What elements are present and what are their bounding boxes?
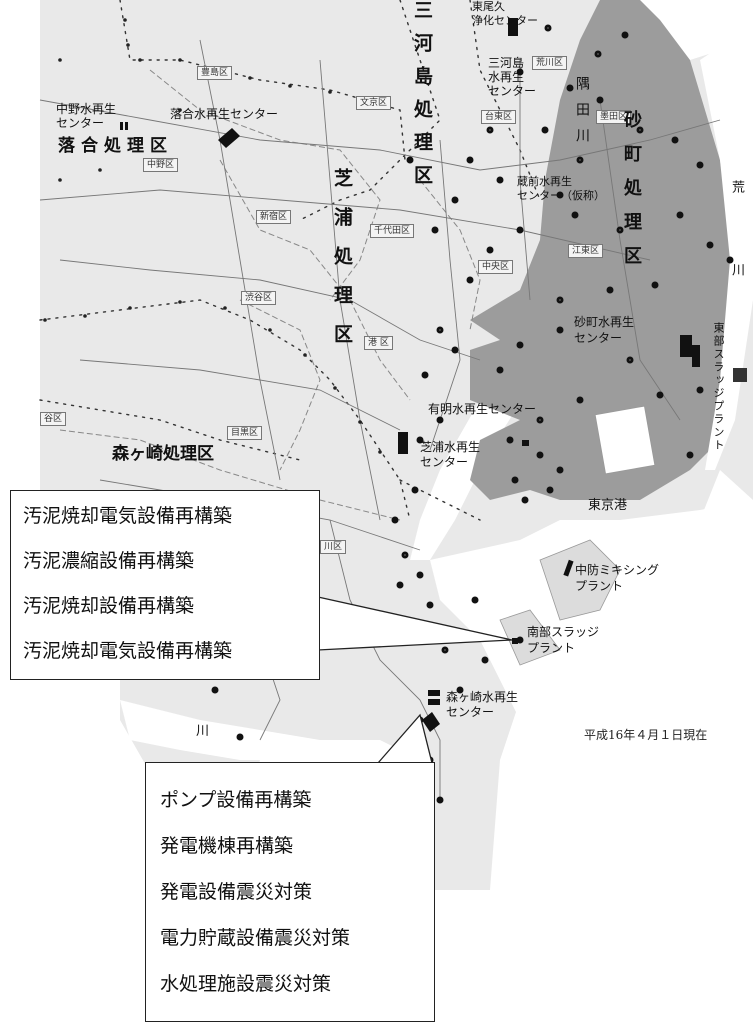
plant-label-mikawashima: 三河島 水再生 センター	[488, 56, 537, 98]
boundary-dots	[43, 18, 382, 454]
plant-label-higashioku: 東尾久 浄化センター	[472, 0, 538, 27]
callout-nanbu-sludge: 汚泥焼却電気設備再構築 汚泥濃縮設備再構築 汚泥焼却設備再構築 汚泥焼却電気設備…	[10, 490, 320, 680]
plant-label-sunamachi: 砂町水再生 センター	[574, 315, 635, 345]
plant-label-nanbu-sludge: 南部スラッジ プラント	[527, 625, 600, 655]
callout-nanbu-item: 汚泥濃縮設備再構築	[23, 550, 195, 572]
callout-nanbu-item: 汚泥焼却電気設備再構築	[23, 505, 233, 527]
river-label-sumida: 隅田川	[574, 76, 590, 154]
plant-label-morigasaki: 森ヶ崎水再生 センター	[446, 690, 519, 719]
plant-label-nakano: 中野水再生 センター	[56, 102, 117, 130]
district-label-mikawashima: 三河島処理区	[411, 0, 433, 198]
ward-label-sumida: 墨田区	[596, 110, 632, 124]
river-label-tama: 川	[196, 724, 210, 739]
ward-label-minato: 港 区	[364, 336, 393, 350]
tama-river	[120, 700, 320, 760]
tokyo-port-label: 東京港	[588, 498, 628, 513]
callout-nanbu-item: 汚泥焼却設備再構築	[23, 595, 195, 617]
plant-label-shibaura: 芝浦水再生 センター	[420, 440, 481, 469]
ward-label-shibuya: 渋谷区	[241, 291, 277, 305]
plant-label-ariake: 有明水再生センター	[428, 402, 537, 416]
district-label-ochiai: 落合処理区	[58, 136, 173, 156]
ward-label-shinjuku: 新宿区	[256, 210, 292, 224]
ward-label-arakawa: 荒川区	[532, 56, 568, 70]
ward-label-meguro: 目黒区	[227, 426, 263, 440]
river-label-ara: 荒川	[729, 180, 744, 346]
ara-river	[700, 40, 753, 470]
callout-morigasaki-item: 発電設備震災対策	[160, 881, 313, 903]
plant-label-tobu-sludge: 東部スラッジプラント	[712, 322, 725, 452]
plant-label-kuramae: 蔵前水再生 センター（仮称）	[517, 175, 605, 202]
ward-label-bunkyo: 文京区	[356, 96, 392, 110]
ward-label-toshima: 豊島区	[197, 66, 233, 80]
as-of-date: 平成16年４月１日現在	[584, 728, 708, 742]
ward-label-taito: 台東区	[481, 110, 517, 124]
callout-morigasaki-item: 発電機棟再構築	[160, 835, 294, 857]
ward-label-setagaya: 谷区	[40, 412, 67, 426]
ward-label-nakano: 中野区	[143, 158, 179, 172]
reclaimed-islands	[499, 405, 656, 666]
callout-morigasaki-item: ポンプ設備再構築	[160, 789, 312, 811]
ward-label-chuo: 中央区	[478, 260, 514, 274]
ward-label-koto: 江東区	[568, 244, 604, 258]
callout-morigasaki-item: 電力貯蔵設備震災対策	[160, 927, 351, 949]
callout-pointers	[317, 596, 513, 764]
ward-label-chiyoda: 千代田区	[370, 224, 415, 238]
district-label-morigasaki: 森ヶ崎処理区	[112, 444, 214, 464]
plant-symbols	[120, 18, 747, 732]
district-label-sunamachi: 砂町処理区	[621, 110, 642, 280]
tokyo-port-water	[430, 500, 753, 760]
callout-morigasaki-item: 水処理施設震災対策	[160, 973, 332, 995]
ward-label-shinagawa: 川区	[320, 540, 347, 554]
callout-morigasaki: ポンプ設備再構築 発電機棟再構築 発電設備震災対策 電力貯蔵設備震災対策 水処理…	[145, 762, 435, 1022]
district-label-shibaura: 芝浦処理区	[331, 168, 353, 363]
plant-label-ochiai: 落合水再生センター	[170, 107, 279, 121]
plant-label-chubo-mixing: 中防ミキシング プラント	[575, 563, 660, 593]
callout-nanbu-item: 汚泥焼却電気設備再構築	[23, 640, 233, 662]
